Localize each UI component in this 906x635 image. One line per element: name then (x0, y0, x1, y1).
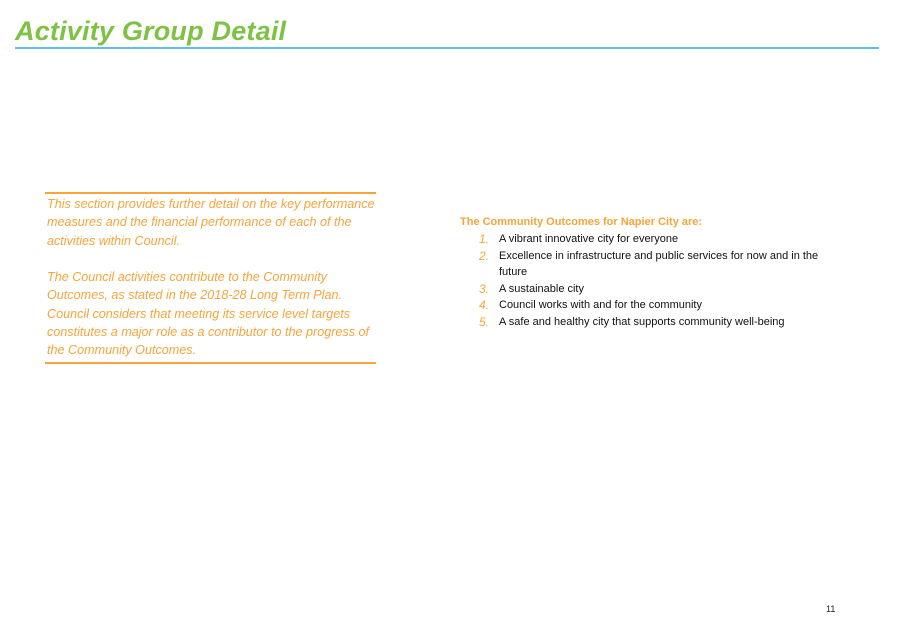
outcome-text: A vibrant innovative city for everyone (499, 233, 679, 245)
outcomes-heading: The Community Outcomes for Napier City a… (460, 216, 703, 228)
intro-paragraph: The Council activities contribute to the… (47, 270, 370, 358)
outcome-number: 4. (479, 298, 490, 312)
outcome-number: 5. (479, 314, 490, 329)
intro-paragraph: This section provides further detail on … (47, 197, 375, 248)
intro-callout: This section provides further detail on … (45, 192, 376, 364)
community-outcomes: The Community Outcomes for Napier City a… (460, 215, 830, 330)
outcome-item: 2. Excellence in infrastructure and publ… (460, 248, 830, 281)
page-title: Activity Group Detail (15, 16, 287, 46)
outcome-number: 3. (479, 281, 490, 296)
outcome-item: 5. A safe and healthy city that supports… (460, 314, 830, 331)
outcome-text: Excellence in infrastructure and public … (499, 249, 819, 279)
outcome-text: Council works with and for the community (499, 299, 702, 311)
outcome-item: 3. A sustainable city (460, 281, 830, 298)
title-rule (15, 47, 879, 49)
outcome-text: A safe and healthy city that supports co… (499, 315, 785, 328)
outcome-item: 4. Council works with and for the commun… (460, 297, 830, 314)
outcome-list: 1. A vibrant innovative city for everyon… (460, 231, 830, 330)
outcome-number: 2. (479, 248, 490, 263)
outcome-item: 1. A vibrant innovative city for everyon… (460, 231, 830, 248)
page-number: 11 (826, 604, 836, 614)
outcome-text: A sustainable city (499, 282, 584, 295)
outcome-number: 1. (479, 232, 490, 246)
